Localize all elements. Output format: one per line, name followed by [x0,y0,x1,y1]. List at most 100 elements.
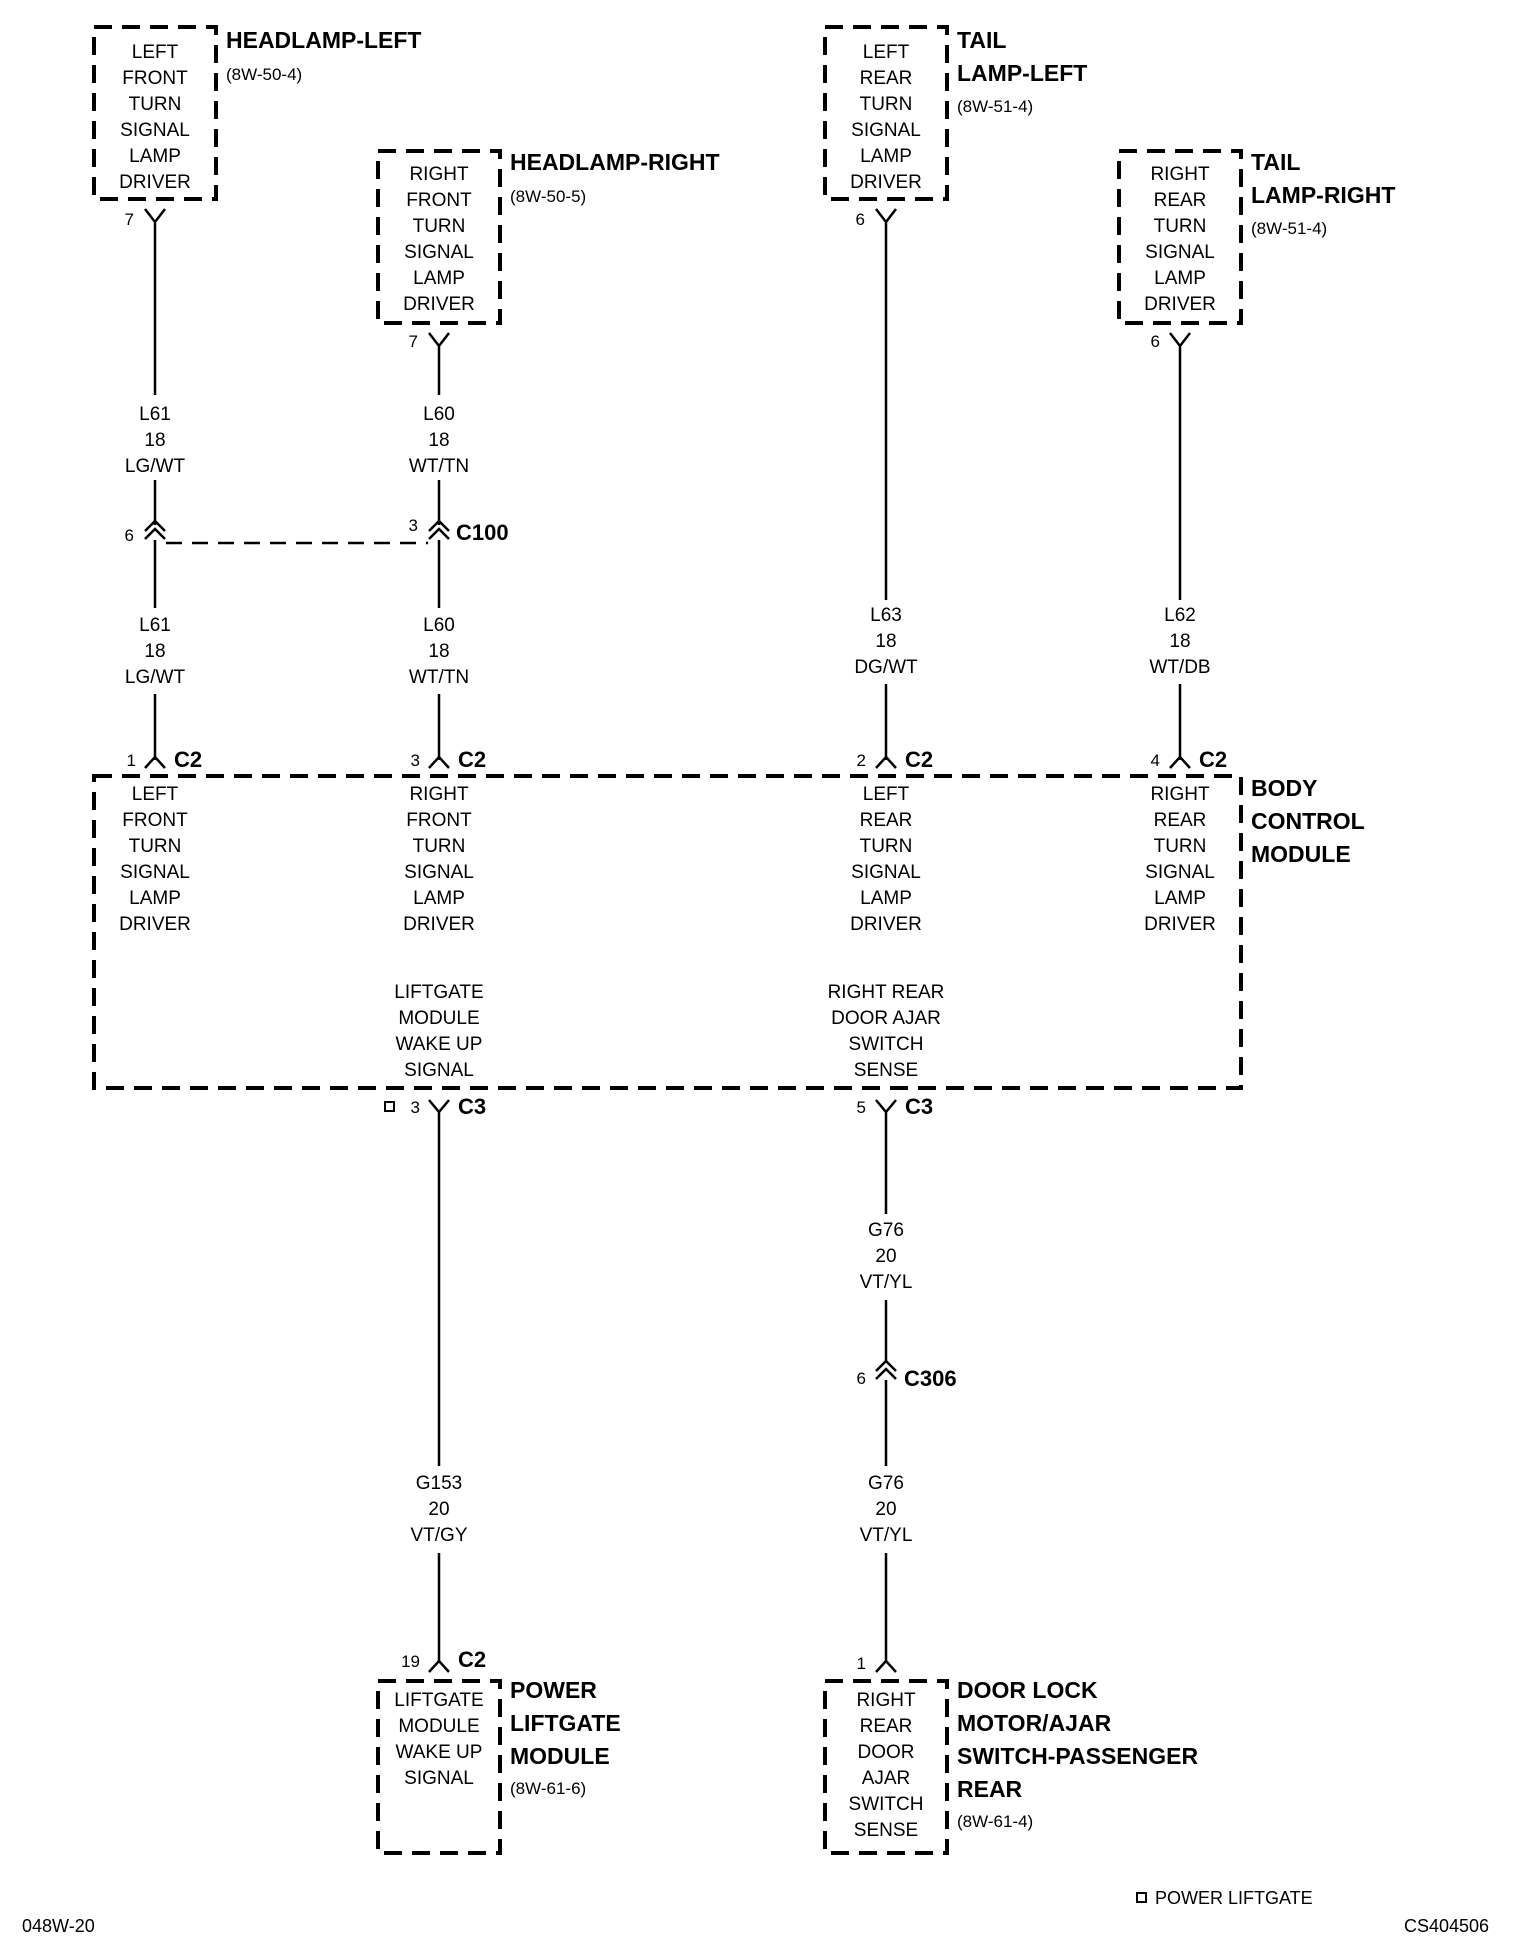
component-title: MODULE [1251,841,1351,867]
wire-label: 18 [144,430,165,451]
connector-name: C100 [456,520,509,545]
box-line: TURN [129,94,182,115]
wire-label: 18 [144,641,165,662]
box-line: DRIVER [119,172,191,193]
c100-connector: 6 3 C100 [125,516,509,545]
bcm-section-line: DRIVER [1144,914,1216,935]
wire-label: G153 [416,1473,462,1494]
pin-label: 1 [127,751,136,770]
female-terminal-symbol [1169,332,1191,354]
bcm-section-line: WAKE UP [396,1034,483,1055]
component-ref: (8W-51-4) [1251,219,1327,238]
wire-label: LG/WT [125,456,186,477]
component-title: LAMP-RIGHT [1251,182,1395,208]
tail-lamp-left-box [823,25,949,201]
wire-label: G76 [868,1473,904,1494]
headlamp-left-component: LEFT FRONT TURN SIGNAL LAMP DRIVER HEADL… [92,25,421,230]
inline-connector-symbol [428,519,450,540]
wire-label: 18 [428,641,449,662]
legend-marker [1136,1892,1147,1903]
wire-label: 20 [875,1499,896,1520]
wire-label: L61 [139,615,171,636]
inline-connector-symbol [144,519,166,540]
male-terminal-symbol [428,1659,450,1673]
inline-connector-symbol [875,1359,897,1380]
component-title: LIFTGATE [510,1710,621,1736]
female-terminal-symbol [428,1099,450,1120]
pin-label: 6 [857,1369,866,1388]
component-title: TAIL [1251,149,1300,175]
box-line: TURN [1154,216,1207,237]
component-title: SWITCH-PASSENGER [957,1743,1198,1769]
tail-lamp-right-component: RIGHT REAR TURN SIGNAL LAMP DRIVER TAIL … [1117,149,1395,354]
box-line: RIGHT [409,164,469,185]
pin-label: 3 [411,751,420,770]
connector-name: C2 [458,1647,486,1672]
component-title: CONTROL [1251,808,1365,834]
bcm-section-line: SENSE [854,1060,918,1081]
pin-label: 6 [1151,332,1160,351]
power-liftgate-module-box [376,1679,502,1855]
bcm-section-line: LAMP [860,888,912,909]
door-lock-motor-component: 1 RIGHT REAR DOOR AJAR SWITCH SENSE DOOR… [823,1654,1198,1855]
connector-name: C2 [458,747,486,772]
bcm-section-line: SIGNAL [120,862,190,883]
component-ref: (8W-50-4) [226,65,302,84]
box-line: REAR [860,68,913,89]
pin-label: 3 [411,1098,420,1117]
box-line: LIFTGATE [394,1690,483,1711]
box-line: RIGHT [1150,164,1210,185]
headlamp-right-box [376,149,502,325]
box-line: DRIVER [403,294,475,315]
box-line: SWITCH [849,1794,924,1815]
bcm-section-line: LEFT [132,784,179,805]
wire-label: G76 [868,1220,904,1241]
legend-label: POWER LIFTGATE [1155,1888,1313,1908]
wire-label: 18 [428,430,449,451]
footer: POWER LIFTGATE 048W-20 CS404506 [22,1888,1489,1936]
box-line: AJAR [862,1768,911,1789]
wire-label: L60 [423,615,455,636]
bcm-section-line: FRONT [406,810,472,831]
male-terminal-symbol [875,1659,897,1673]
bcm-section-line: LIFTGATE [394,982,483,1003]
box-line: SIGNAL [1145,242,1215,263]
bcm-section-line: SIGNAL [851,862,921,883]
wire-label: WT/DB [1149,657,1210,678]
box-line: LEFT [863,42,910,63]
box-line: LAMP [413,268,465,289]
box-line: SIGNAL [120,120,190,141]
component-title: MODULE [510,1743,610,1769]
female-terminal-symbol [144,208,166,230]
body-control-module: 1 C2 3 C2 2 C2 4 C2 LEFT FRONT TURN SIGN… [92,747,1365,1120]
bcm-section-line: FRONT [122,810,188,831]
bcm-section-line: SIGNAL [1145,862,1215,883]
pin-label: 19 [401,1652,420,1671]
component-title: DOOR LOCK [957,1677,1098,1703]
bcm-section-line: RIGHT REAR [828,982,945,1003]
bcm-section-line: MODULE [398,1008,479,1029]
page-code: 048W-20 [22,1916,95,1936]
component-ref: (8W-50-5) [510,187,586,206]
bcm-section-line: RIGHT [1150,784,1210,805]
component-title: BODY [1251,775,1317,801]
box-line: DRIVER [850,172,922,193]
component-title: LAMP-LEFT [957,60,1087,86]
tail-lamp-left-component: LEFT REAR TURN SIGNAL LAMP DRIVER TAIL L… [823,25,1087,230]
female-terminal-symbol [428,332,450,354]
box-line: FRONT [122,68,188,89]
connector-name: C3 [905,1094,933,1119]
bcm-section-line: SWITCH [849,1034,924,1055]
box-line: FRONT [406,190,472,211]
pin-label: 6 [856,210,865,229]
bcm-section-line: DRIVER [119,914,191,935]
box-line: SIGNAL [404,1768,474,1789]
box-line: LAMP [860,146,912,167]
box-line: MODULE [398,1716,479,1737]
wire-label: LG/WT [125,667,186,688]
pin-label: 4 [1151,751,1160,770]
wire-label: VT/GY [410,1525,467,1546]
box-line: TURN [860,94,913,115]
box-line: DRIVER [1144,294,1216,315]
bcm-section-line: REAR [860,810,913,831]
